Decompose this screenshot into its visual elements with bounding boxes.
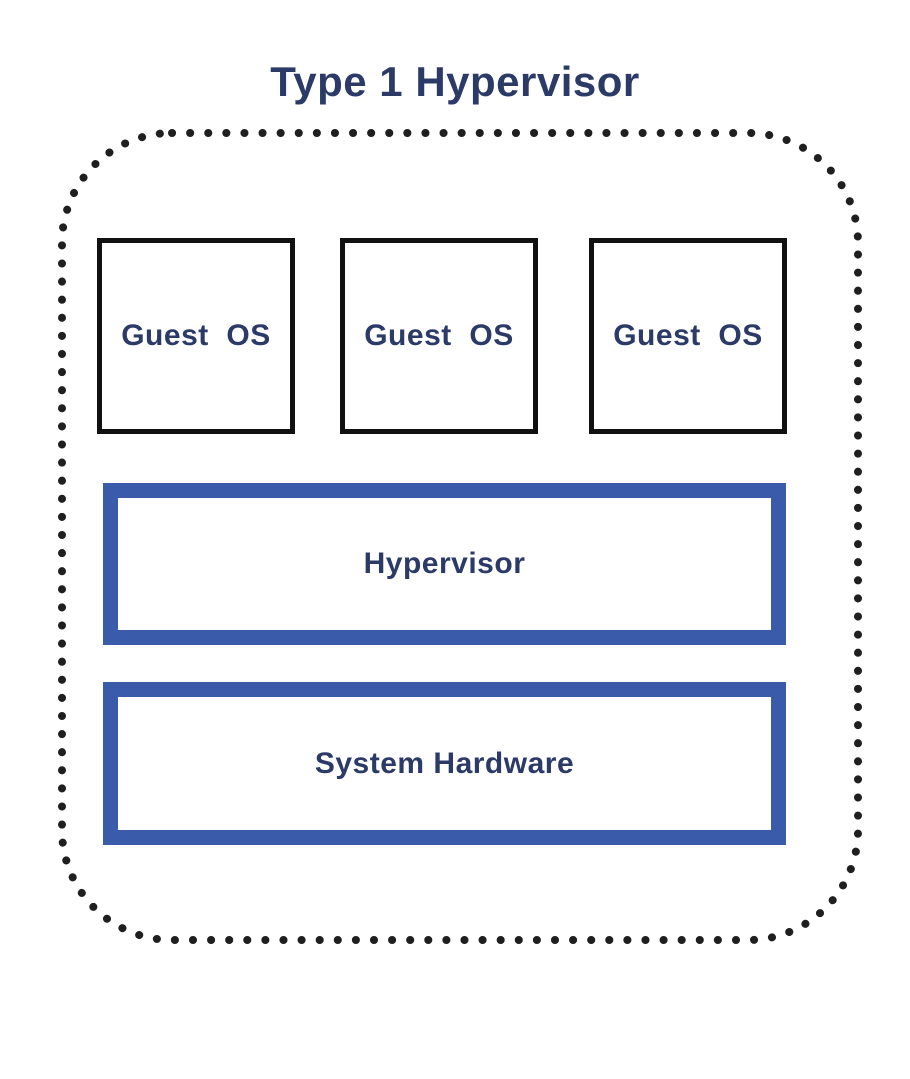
guest-os-box-2: Guest OS <box>340 238 538 434</box>
hypervisor-label: Hypervisor <box>363 547 526 580</box>
system-hardware-box: System Hardware <box>103 682 786 845</box>
diagram-title: Type 1 Hypervisor <box>270 58 640 105</box>
guest-os-label: Guest OS <box>613 319 763 352</box>
system-hardware-label: System Hardware <box>314 746 575 780</box>
dotted-boundary-frame <box>58 129 862 944</box>
hypervisor-box: Hypervisor <box>103 483 786 645</box>
guest-os-label: Guest OS <box>121 319 271 352</box>
guest-os-label: Guest OS <box>364 319 514 352</box>
guest-os-box-1: Guest OS <box>97 238 295 434</box>
guest-os-box-3: Guest OS <box>589 238 787 434</box>
